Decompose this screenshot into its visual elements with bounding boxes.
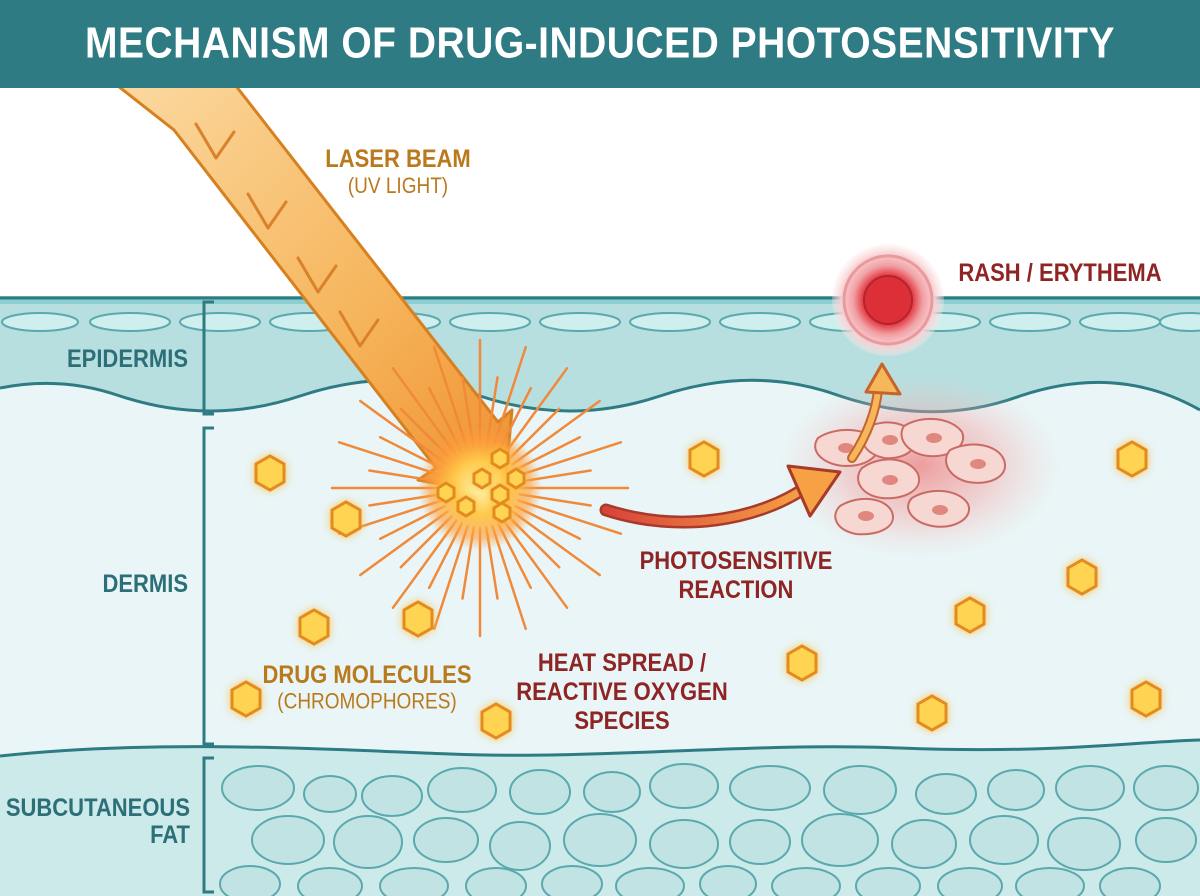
rash-spot	[832, 244, 944, 356]
chromophores-label: (CHROMOPHORES)	[277, 690, 457, 715]
molecule-hexagon	[954, 596, 986, 634]
molecule-hexagon	[688, 440, 720, 478]
drug-molecules-label: DRUG MOLECULES	[262, 660, 472, 689]
molecule-hexagon	[298, 608, 330, 646]
rash-label: RASH / ERYTHEMA	[958, 258, 1162, 287]
layer-brackets	[202, 300, 214, 894]
molecule-hexagon	[402, 600, 434, 638]
molecule-hexagon	[786, 644, 818, 682]
reaction-label-line2: REACTION	[678, 575, 794, 604]
page-title: MECHANISM OF DRUG-INDUCED PHOTOSENSITIVI…	[85, 19, 1115, 68]
molecule-hexagon	[1066, 558, 1098, 596]
molecule-hexagon	[916, 694, 948, 732]
skin-diagram-svg	[0, 84, 1200, 896]
drug-molecule-hexagons	[230, 440, 1162, 740]
molecule-hexagon	[230, 680, 262, 718]
molecule-hexagon	[254, 454, 286, 492]
title-banner: MECHANISM OF DRUG-INDUCED PHOTOSENSITIVI…	[0, 0, 1200, 88]
subcutaneous-label-line1: SUBCUTANEOUS	[5, 793, 190, 822]
reaction-arrow	[599, 464, 842, 529]
heat-spread-label-line3: SPECIES	[574, 706, 670, 735]
molecule-hexagon	[1116, 440, 1148, 478]
reaction-label-line1: PHOTOSENSITIVE	[639, 546, 833, 575]
dermis-label: DERMIS	[102, 569, 188, 598]
energy-burst	[330, 338, 630, 638]
subcutaneous-label-line2: FAT	[150, 820, 190, 849]
rash-arrow	[847, 362, 902, 463]
inflamed-cells	[780, 374, 1060, 558]
laser-beam-label: LASER BEAM	[325, 144, 471, 173]
subcutaneous-fat-layer	[0, 738, 1200, 896]
molecule-hexagon	[480, 702, 512, 740]
molecule-hexagon	[1130, 680, 1162, 718]
heat-spread-label-line1: HEAT SPREAD /	[537, 648, 707, 677]
uv-light-label: (UV LIGHT)	[347, 174, 449, 199]
molecule-hexagon	[330, 500, 362, 538]
heat-spread-label-line2: REACTIVE OXYGEN	[516, 677, 728, 706]
skin-cross-section: EPIDERMIS DERMIS SUBCUTANEOUS FAT LASER …	[0, 84, 1200, 896]
epidermis-label: EPIDERMIS	[66, 344, 188, 373]
